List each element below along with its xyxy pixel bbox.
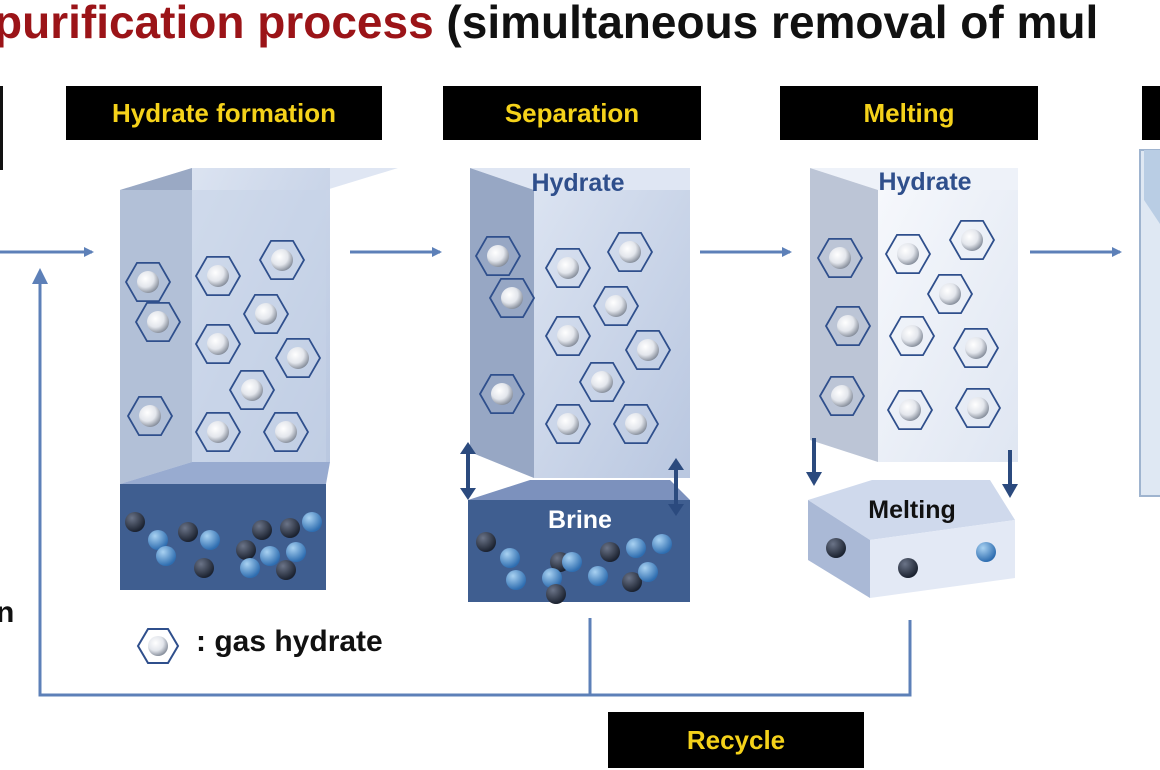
hydrate-cage-icon bbox=[612, 403, 660, 445]
hydrate-cage-icon bbox=[544, 403, 592, 445]
ion-particle-light bbox=[506, 570, 526, 590]
hydrate-cage-icon bbox=[274, 337, 322, 379]
ion-particle-dark bbox=[622, 572, 642, 592]
hydrate-cage-icon bbox=[228, 369, 276, 411]
hydrate-cage-icon bbox=[818, 375, 866, 417]
ion-particle-dark bbox=[252, 520, 272, 540]
recycle-label: Recycle bbox=[608, 712, 864, 768]
hydrate-cage-icon bbox=[194, 411, 242, 453]
hydrate-cage-icon bbox=[952, 327, 1000, 369]
hydrate-cage-icon bbox=[884, 233, 932, 275]
ion-particle-light bbox=[500, 548, 520, 568]
hydrate-cage-icon bbox=[258, 239, 306, 281]
ion-particle-dark bbox=[236, 540, 256, 560]
ion-particle-dark bbox=[276, 560, 296, 580]
hydrate-cage-icon bbox=[624, 329, 672, 371]
next-panel-cropped bbox=[1139, 149, 1160, 497]
step-label-hydrate-formation: Hydrate formation bbox=[66, 86, 382, 140]
hydrate-cage-icon bbox=[816, 237, 864, 279]
separation-brine-label: Brine bbox=[548, 506, 612, 534]
ion-particle-dark bbox=[476, 532, 496, 552]
hydrate-cages-group bbox=[124, 219, 1002, 453]
ion-particle-light bbox=[976, 542, 996, 562]
hydrate-cage-icon bbox=[134, 301, 182, 343]
melting-down-arrow-right bbox=[1002, 450, 1018, 498]
recycle-loop bbox=[38, 278, 912, 697]
title-rest: (simultaneous removal of mul bbox=[433, 0, 1099, 48]
hydrate-cage-icon bbox=[478, 373, 526, 415]
block3-slab-top bbox=[808, 480, 1015, 540]
hydrate-cage-icon bbox=[124, 261, 172, 303]
block3-side-face bbox=[810, 168, 878, 462]
ion-particle-dark bbox=[898, 558, 918, 578]
separation-double-arrow-right bbox=[668, 458, 684, 516]
title-accent: purification process bbox=[0, 0, 434, 48]
melting-hydrate-label: Hydrate bbox=[878, 168, 971, 196]
step-label-melting: Melting bbox=[780, 86, 1038, 140]
ion-particle-light bbox=[148, 530, 168, 550]
block2-top-face bbox=[470, 168, 690, 190]
recycle-arrowhead bbox=[32, 268, 48, 284]
legend-label: : gas hydrate bbox=[196, 625, 383, 658]
block1-brine-top bbox=[120, 462, 330, 484]
hydrate-cage-icon bbox=[194, 323, 242, 365]
hydrate-cage-icon bbox=[606, 231, 654, 273]
ion-particle-dark bbox=[125, 512, 145, 532]
ion-particle-dark bbox=[546, 584, 566, 604]
hydrate-cage-icon bbox=[948, 219, 996, 261]
cropped-side-text: n bbox=[0, 596, 15, 629]
melting-block: Hydrate Melting bbox=[808, 168, 1018, 598]
ion-particle-light bbox=[652, 534, 672, 554]
hydrate-cage-icon bbox=[926, 273, 974, 315]
ion-particle-dark bbox=[826, 538, 846, 558]
ion-particle-light bbox=[626, 538, 646, 558]
hydrate-cage-icon bbox=[544, 315, 592, 357]
ion-particle-dark bbox=[178, 522, 198, 542]
brine-particles-group bbox=[125, 512, 996, 604]
block3-slab-front bbox=[870, 520, 1015, 598]
hydrate-cage-icon bbox=[242, 293, 290, 335]
ion-particle-light bbox=[260, 546, 280, 566]
hydrate-cage-icon bbox=[194, 255, 242, 297]
gas-hydrate-icon bbox=[136, 628, 180, 664]
ion-particle-dark bbox=[280, 518, 300, 538]
block2-brine-top bbox=[468, 480, 690, 500]
hydrate-cage-icon bbox=[578, 361, 626, 403]
step-label-next-cropped bbox=[1142, 86, 1160, 140]
hydrate-cage-icon bbox=[544, 247, 592, 289]
ion-particle-light bbox=[200, 530, 220, 550]
separation-double-arrow-left bbox=[460, 442, 476, 500]
ion-particle-light bbox=[638, 562, 658, 582]
hydrate-cage-icon bbox=[592, 285, 640, 327]
melting-slab-label: Melting bbox=[868, 496, 956, 524]
slide-title: purification process (simultaneous remov… bbox=[0, 0, 1098, 50]
hydrate-cage-icon bbox=[488, 277, 536, 319]
ion-particle-light bbox=[156, 546, 176, 566]
ion-particle-light bbox=[542, 568, 562, 588]
hydrate-cage-icon bbox=[886, 389, 934, 431]
block2-side-face bbox=[470, 168, 534, 478]
block3-front-face bbox=[878, 190, 1018, 462]
hydrate-cage-icon bbox=[954, 387, 1002, 429]
hydrate-cage-icon bbox=[126, 395, 174, 437]
cropped-left-frame bbox=[0, 86, 3, 170]
hydrate-cage-icon bbox=[824, 305, 872, 347]
hydrate-cage-icon bbox=[888, 315, 936, 357]
melting-down-arrow-left bbox=[806, 438, 822, 486]
step-label-separation: Separation bbox=[443, 86, 701, 140]
ion-particle-dark bbox=[194, 558, 214, 578]
ion-particle-light bbox=[286, 542, 306, 562]
hydrate-cage-icon bbox=[474, 235, 522, 277]
ion-particle-light bbox=[302, 512, 322, 532]
block3-top-face bbox=[810, 168, 1018, 190]
ion-particle-light bbox=[562, 552, 582, 572]
separation-hydrate-label: Hydrate bbox=[531, 169, 624, 197]
ion-particle-light bbox=[588, 566, 608, 586]
ion-particle-dark bbox=[600, 542, 620, 562]
hydrate-cage-icon bbox=[262, 411, 310, 453]
ion-particle-light bbox=[240, 558, 260, 578]
